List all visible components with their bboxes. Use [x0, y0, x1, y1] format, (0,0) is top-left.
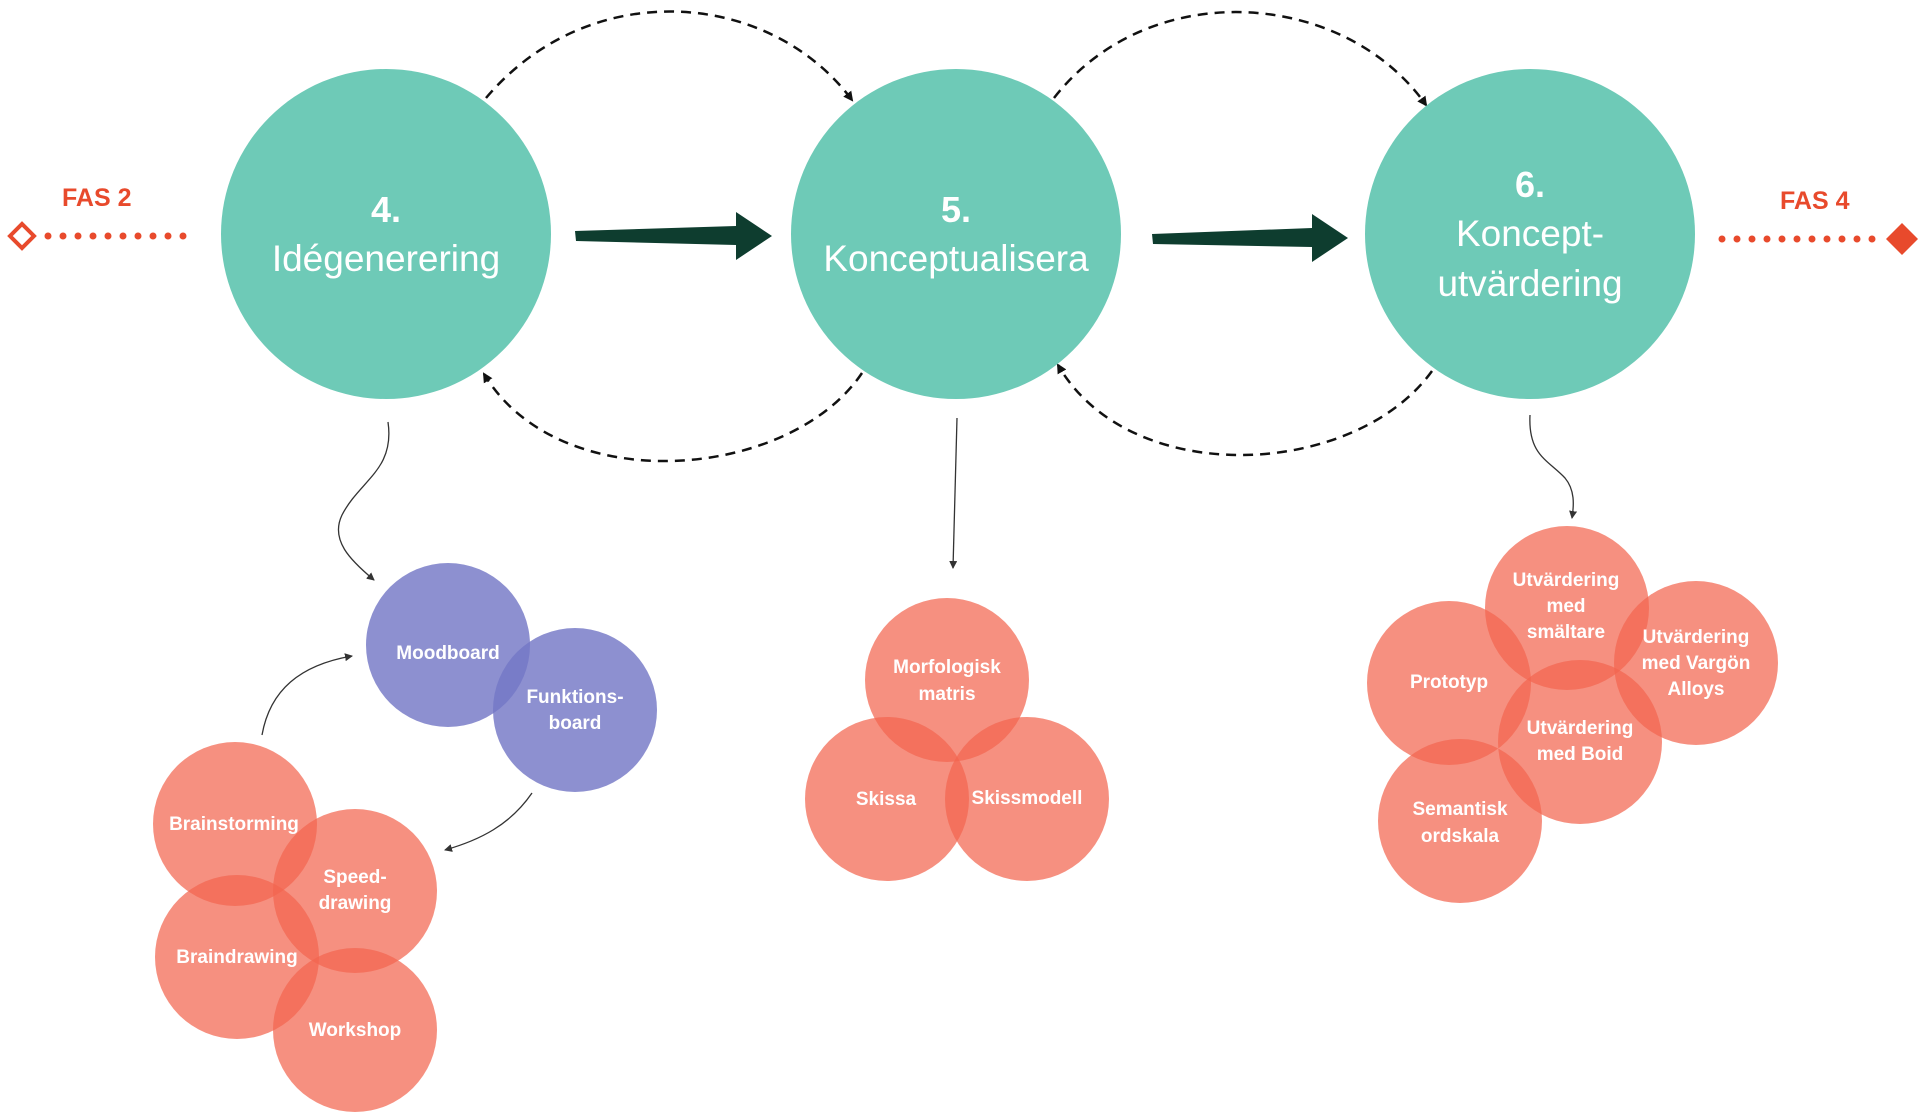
phase-6: 6. Koncept- utvärdering [1365, 69, 1695, 399]
phase-circle [1365, 69, 1695, 399]
connectors [261, 414, 1578, 852]
arrow-5-to-6 [1152, 214, 1348, 262]
methods-phase-5: Morfologisk matris Skissa Skissmodell [805, 598, 1109, 881]
method-circle-skissa [805, 717, 969, 881]
loop-arrow-5-to-6 [1053, 10, 1428, 107]
phase-number: 4. [371, 189, 401, 230]
moodboard-label: Moodboard [396, 643, 499, 664]
funktionsboard-label-2: board [549, 713, 602, 734]
skissmodell-label: Skissmodell [972, 788, 1083, 809]
feedback-loops [482, 10, 1434, 463]
fas-left-indicator: FAS 2 [7, 184, 202, 251]
methods-phase-6: Utvärdering med smältare Utvärdering med… [1367, 526, 1778, 903]
forward-arrows [575, 212, 1348, 262]
method-circle-moodboard [366, 563, 530, 727]
connector-brainstorm-to-moodboard [261, 653, 353, 736]
utv-vargon-label-2: med Vargön [1642, 653, 1751, 674]
brainstorming-label: Brainstorming [169, 814, 299, 835]
phase-5: 5. Konceptualisera [791, 69, 1121, 399]
phase-label-line1: Koncept- [1456, 213, 1604, 254]
phase-number: 5. [941, 189, 971, 230]
funktionsboard-label-1: Funktions- [526, 687, 623, 708]
diamond-icon [1886, 223, 1918, 255]
fas-right-label: FAS 4 [1780, 187, 1850, 215]
semantisk-label-1: Semantisk [1412, 799, 1507, 820]
method-circle-funktionsboard [493, 628, 657, 792]
method-circle-brainstorming [153, 742, 317, 906]
method-circle-semantisk [1378, 739, 1542, 903]
phase-circle [791, 69, 1121, 399]
utv-smaltare-label-1: Utvärdering [1513, 570, 1620, 591]
speed-drawing-label-1: Speed- [323, 867, 386, 888]
method-circle-prototyp [1367, 601, 1531, 765]
method-circle-utv-boid [1498, 660, 1662, 824]
method-circle-braindrawing [155, 875, 319, 1039]
prototyp-label: Prototyp [1410, 672, 1488, 693]
arrow-4-to-5 [575, 212, 772, 260]
fas-right-indicator: FAS 4 [1718, 187, 1918, 255]
methods-phase-4: Brainstorming Speed- drawing Braindrawin… [153, 742, 437, 1112]
diamond-icon [7, 221, 37, 251]
speed-drawing-label-2: drawing [319, 893, 392, 914]
fas-left-label: FAS 2 [62, 184, 131, 212]
method-circle-workshop [273, 948, 437, 1112]
connector-phase5-methods [949, 417, 958, 569]
loop-arrow-6-to-5 [1056, 363, 1434, 457]
skissa-label: Skissa [856, 789, 917, 810]
braindrawing-label: Braindrawing [176, 947, 297, 968]
loop-arrow-4-to-5 [485, 10, 854, 102]
loop-arrow-5-to-4 [482, 372, 864, 463]
phase-label: Konceptualisera [823, 238, 1089, 279]
utv-boid-label-2: med Boid [1537, 744, 1624, 765]
phase-circle [221, 69, 551, 399]
method-circle-utv-vargon [1614, 581, 1778, 745]
phase-4: 4. Idégenerering [221, 69, 551, 399]
utv-smaltare-label-3: smältare [1527, 622, 1605, 643]
workshop-label: Workshop [309, 1020, 402, 1041]
phase-number: 6. [1515, 164, 1545, 205]
utv-smaltare-label-2: med [1546, 596, 1585, 617]
semantisk-label-2: ordskala [1421, 826, 1500, 847]
connector-phase6-methods [1529, 414, 1578, 519]
utv-boid-label-1: Utvärdering [1527, 718, 1634, 739]
connector-funktionsboard-to-speed [444, 792, 533, 852]
method-circle-utv-smaltare [1485, 526, 1649, 690]
morfologisk-label-1: Morfologisk [893, 657, 1001, 678]
utv-vargon-label-1: Utvärdering [1643, 627, 1750, 648]
method-circle-skissmodell [945, 717, 1109, 881]
connector-phase4-methods [337, 421, 390, 581]
methods-phase-4-boards: Moodboard Funktions- board [366, 563, 657, 792]
phase-label-line2: utvärdering [1437, 263, 1622, 304]
phase-label: Idégenerering [272, 238, 500, 279]
morfologisk-label-2: matris [918, 684, 975, 705]
utv-vargon-label-3: Alloys [1667, 679, 1724, 700]
